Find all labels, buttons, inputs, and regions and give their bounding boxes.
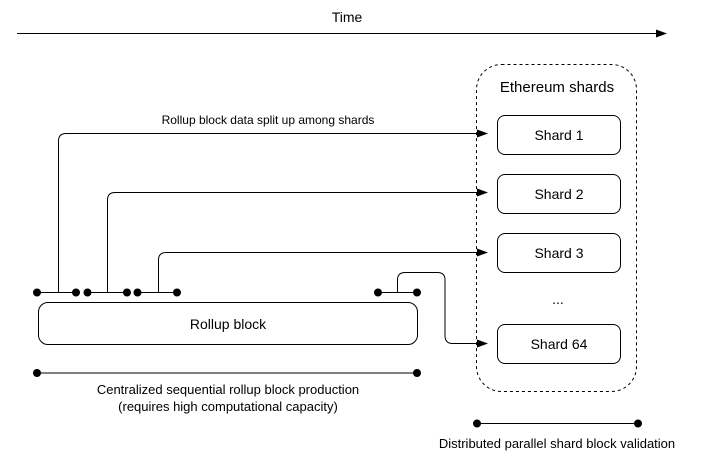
connector-to-shard-1 <box>58 129 488 293</box>
production-measure-line <box>33 369 421 377</box>
rollup-block-box: Rollup block <box>38 302 418 345</box>
rollup-block-label: Rollup block <box>189 315 267 332</box>
split-annotation: Rollup block data split up among shards <box>161 113 375 127</box>
shards-ellipsis: ... <box>552 291 564 307</box>
connector-to-shard-64 <box>397 272 488 348</box>
connector-to-shard-2 <box>107 188 488 293</box>
ethereum-shards-title: Ethereum shards <box>499 79 615 96</box>
shard-3-box: Shard 3 <box>497 233 621 273</box>
shard-1-label: Shard 1 <box>534 127 584 143</box>
shard-2-box: Shard 2 <box>497 174 621 214</box>
shard-1-box: Shard 1 <box>497 115 621 155</box>
shard-3-label: Shard 3 <box>534 245 584 261</box>
rollup-data-segments <box>33 288 421 297</box>
production-caption-line1: Centralized sequential rollup block prod… <box>96 382 360 397</box>
time-axis-label: Time <box>331 9 363 25</box>
validation-measure-line <box>473 419 642 428</box>
ethereum-shards-container-border <box>476 64 637 392</box>
production-caption: Centralized sequential rollup block prod… <box>40 381 416 415</box>
shard-2-label: Shard 2 <box>534 186 584 202</box>
shard-64-box: Shard 64 <box>497 324 621 364</box>
validation-caption: Distributed parallel shard block validat… <box>438 436 676 451</box>
shard-64-label: Shard 64 <box>530 336 588 352</box>
connector-to-shard-3 <box>158 248 488 293</box>
production-caption-line2: (requires high computational capacity) <box>118 399 338 414</box>
